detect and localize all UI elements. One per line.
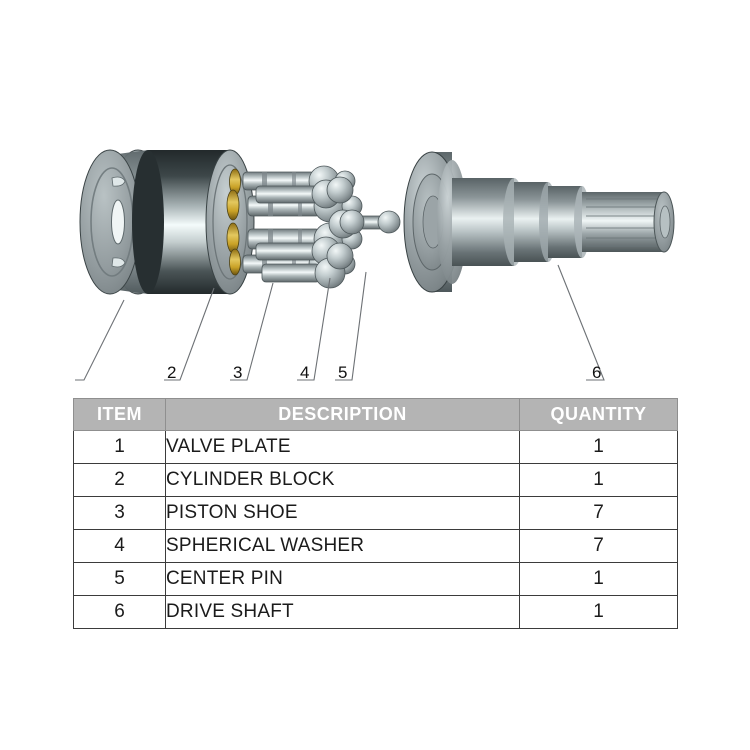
cell-item: 5: [73, 562, 166, 596]
leader-line-3: [230, 282, 274, 381]
column-header-description: DESCRIPTION: [165, 398, 520, 431]
cell-quantity: 1: [519, 463, 678, 497]
part-cylinder-block: [132, 149, 255, 295]
cell-description: CENTER PIN: [165, 562, 520, 596]
leader-line-5: [335, 271, 367, 381]
cell-item: 3: [73, 496, 166, 530]
column-header-quantity: QUANTITY: [519, 398, 678, 431]
cell-quantity: 7: [519, 529, 678, 563]
column-header-item: ITEM: [73, 398, 166, 431]
callout-label-3: 3: [233, 363, 243, 382]
parts-table-head: ITEM DESCRIPTION QUANTITY: [73, 398, 678, 431]
leader-line-2: [164, 287, 215, 381]
spline-teeth: [586, 198, 663, 247]
cell-item: 4: [73, 529, 166, 563]
cell-item: 1: [73, 430, 166, 464]
callout-leader-lines: [75, 264, 605, 381]
callout-label-5: 5: [338, 363, 348, 382]
leader-line-4: [297, 277, 331, 381]
cell-quantity: 1: [519, 595, 678, 629]
cell-item: 6: [73, 595, 166, 629]
cell-item: 2: [73, 463, 166, 497]
cylinder-bores: [226, 168, 241, 276]
cell-description: CYLINDER BLOCK: [165, 463, 520, 497]
callout-label-4: 4: [300, 363, 310, 382]
cell-description: SPHERICAL WASHER: [165, 529, 520, 563]
callout-label-2: 2: [167, 363, 177, 382]
callout-label-6: 6: [592, 363, 602, 382]
cell-description: VALVE PLATE: [165, 430, 520, 464]
part-drive-shaft: [403, 151, 675, 293]
table-header-row: ITEM DESCRIPTION QUANTITY: [73, 398, 678, 431]
cell-description: PISTON SHOE: [165, 496, 520, 530]
leader-line-6: [557, 264, 605, 381]
cell-quantity: 1: [519, 430, 678, 464]
leader-line-1: [75, 299, 125, 381]
cell-quantity: 7: [519, 496, 678, 530]
exploded-diagram: 2 3 4 5 6: [75, 149, 675, 382]
cell-quantity: 1: [519, 562, 678, 596]
diagram-canvas: [75, 149, 675, 381]
part-center-pin: [339, 209, 401, 235]
cell-description: DRIVE SHAFT: [165, 595, 520, 629]
